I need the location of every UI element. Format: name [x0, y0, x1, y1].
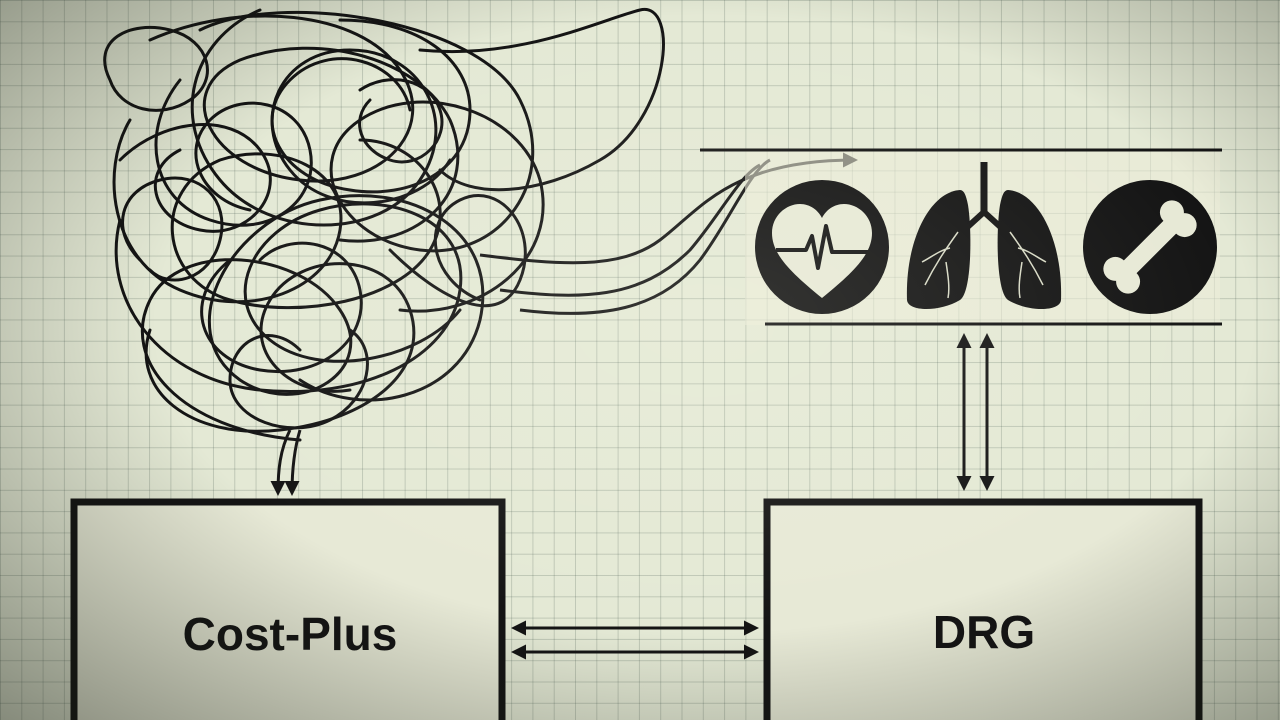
lungs-icon [906, 162, 1062, 309]
bone-icon [1083, 180, 1217, 314]
cost-plus-box: Cost-Plus [70, 498, 506, 720]
heart-icon [755, 180, 889, 314]
costplus-drg-double-arrow [511, 620, 759, 660]
tangled-lines [103, 8, 665, 442]
drg-label: DRG [933, 606, 1035, 658]
cost-plus-label: Cost-Plus [183, 608, 398, 660]
tangle-to-costplus-arrows [270, 429, 302, 496]
icon-panel [700, 148, 1222, 326]
drg-box: DRG [763, 498, 1203, 720]
panel-drg-double-arrow [956, 333, 995, 491]
